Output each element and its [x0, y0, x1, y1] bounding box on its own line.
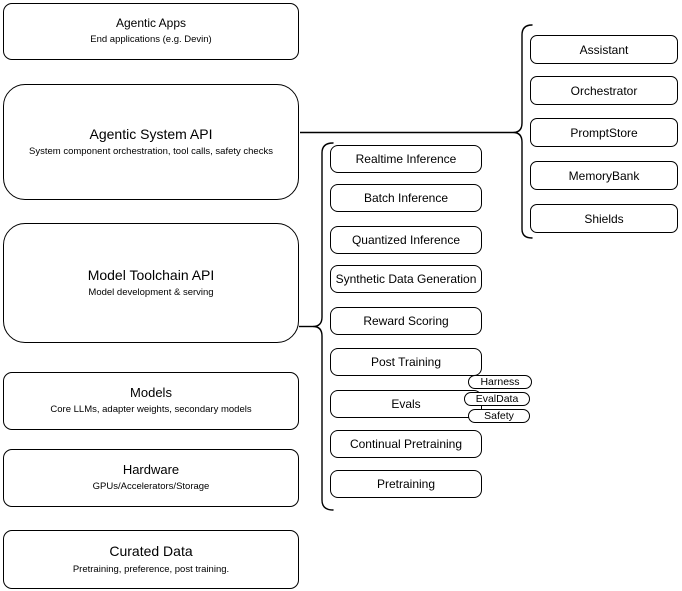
box-post-training: Post Training: [330, 348, 482, 376]
pill-evaldata: EvalData: [464, 392, 530, 406]
box-subtitle: System component orchestration, tool cal…: [29, 146, 273, 158]
box-continual-pretraining: Continual Pretraining: [330, 430, 482, 458]
box-models: Models Core LLMs, adapter weights, secon…: [3, 372, 299, 430]
box-hardware: Hardware GPUs/Accelerators/Storage: [3, 449, 299, 507]
box-assistant: Assistant: [530, 35, 678, 64]
box-subtitle: Pretraining, preference, post training.: [72, 563, 230, 575]
box-title: Agentic System API: [89, 125, 213, 142]
box-quantized-inference: Quantized Inference: [330, 226, 482, 254]
box-title: Models: [130, 385, 172, 401]
box-orchestrator: Orchestrator: [530, 76, 678, 105]
box-promptstore: PromptStore: [530, 118, 678, 147]
box-pretraining: Pretraining: [330, 470, 482, 498]
box-agentic-system-api: Agentic System API System component orch…: [3, 84, 299, 200]
box-subtitle: GPUs/Accelerators/Storage: [92, 481, 210, 493]
pill-safety: Safety: [468, 409, 530, 423]
box-evals: Evals: [330, 390, 482, 418]
box-agentic-apps: Agentic Apps End applications (e.g. Devi…: [3, 3, 299, 60]
box-title: Model Toolchain API: [87, 266, 215, 283]
box-batch-inference: Batch Inference: [330, 184, 482, 212]
box-realtime-inference: Realtime Inference: [330, 145, 482, 173]
box-synthetic-data-generation: Synthetic Data Generation: [330, 265, 482, 293]
box-title: Hardware: [122, 462, 180, 478]
box-subtitle: Model development & serving: [88, 287, 214, 299]
box-curated-data: Curated Data Pretraining, preference, po…: [3, 530, 299, 589]
box-subtitle: End applications (e.g. Devin): [90, 34, 212, 46]
box-memorybank: MemoryBank: [530, 161, 678, 190]
box-title: Agentic Apps: [115, 16, 187, 31]
box-title: Curated Data: [109, 543, 193, 560]
box-subtitle: Core LLMs, adapter weights, secondary mo…: [50, 404, 252, 416]
box-model-toolchain-api: Model Toolchain API Model development & …: [3, 223, 299, 343]
pill-harness: Harness: [468, 375, 532, 389]
box-shields: Shields: [530, 204, 678, 233]
box-reward-scoring: Reward Scoring: [330, 307, 482, 335]
